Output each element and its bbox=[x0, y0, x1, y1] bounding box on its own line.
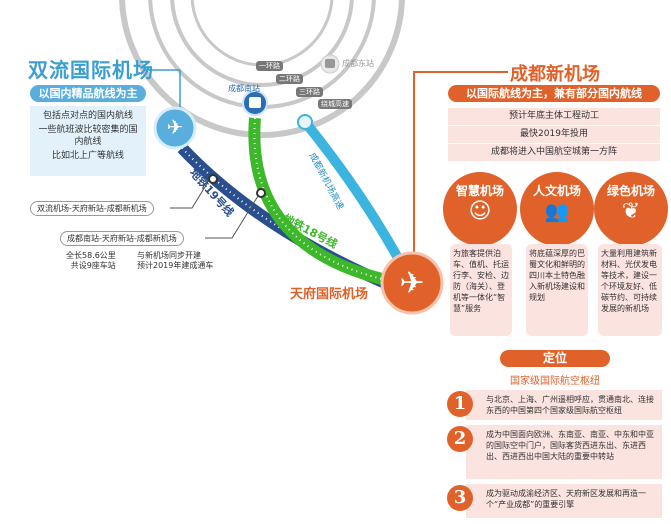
feature-title: 绿色机场 bbox=[606, 184, 655, 198]
new-airport-title: 成都新机场 bbox=[510, 64, 600, 85]
feature-text: 大量利用建筑新材料、光伏发电等技术，建设一个环境友好、低碳节约、可持续发展的新机… bbox=[598, 244, 662, 336]
note-opening: 预计2019年建成通车 bbox=[137, 261, 214, 270]
new-airport-facts: 预计年底主体工程动工 最快2019年投用 成都将进入中国航空城第一方阵 bbox=[448, 108, 660, 162]
road-label: 绕城高速 bbox=[318, 99, 352, 109]
ring-road-2 bbox=[170, 0, 354, 87]
feature-culture: 人文机场 👥 bbox=[520, 172, 594, 246]
road-label: 一环路 bbox=[256, 61, 283, 71]
positioning-headline: 国家级国际航空枢纽 bbox=[510, 376, 600, 387]
svg-text:✈: ✈ bbox=[167, 115, 184, 139]
feature-text: 将底蕴深厚的巴蜀文化和鲜明的四川本土特色融入新机场建设和规划 bbox=[526, 244, 588, 336]
brain-head-icon: ☺ bbox=[468, 199, 492, 224]
metro-19-callout: 双流机场-天府新站-成都新机场 bbox=[30, 201, 154, 216]
note-stations: 共设9座车站 bbox=[70, 261, 116, 270]
shuangliu-item: 包括点对点的国内航线 bbox=[42, 111, 133, 121]
tianfu-airport-marker bbox=[380, 251, 444, 315]
tree-icon: ❦ bbox=[621, 199, 641, 224]
metro-18-length: 全长58.6公里 共设9座车站 bbox=[66, 251, 116, 271]
note-construction: 与新机场同步开建 bbox=[137, 251, 201, 260]
metro-18-schedule: 与新机场同步开建 预计2019年建成通车 bbox=[137, 251, 213, 271]
east-station-label: 成都东站 bbox=[342, 59, 374, 68]
ring-road-3 bbox=[148, 0, 376, 109]
shuangliu-item: 一些航班波比较密集的国内航线 bbox=[38, 125, 138, 147]
people-icon: 👥 bbox=[544, 199, 570, 223]
road-label: 二环路 bbox=[276, 74, 303, 84]
metro-18-line bbox=[248, 117, 397, 288]
ring-road-1 bbox=[190, 0, 334, 67]
positioning-point: 成为驱动成渝经济区、天府新区发展和再造一个“产业成都”的重要引擎 bbox=[466, 484, 662, 518]
point-number: 2 bbox=[447, 426, 473, 452]
point-number: 1 bbox=[447, 391, 473, 417]
feature-green: 绿色机场 ❦ bbox=[594, 172, 668, 246]
new-airport-subtitle: 以国际航线为主，兼有部分国内航线 bbox=[448, 85, 660, 102]
shuangliu-subtitle: 以国内精品航线为主 bbox=[30, 85, 146, 102]
metro-18-callout: 成都南站-天府新站-成都新机场 bbox=[60, 231, 184, 246]
note-length: 全长58.6公里 bbox=[66, 251, 116, 260]
road-label: 三环路 bbox=[296, 87, 323, 97]
shuangliu-item: 比如北上广等航线 bbox=[51, 151, 124, 161]
ring-road-outer bbox=[119, 0, 405, 138]
shuangliu-info-box: 包括点对点的国内航线 一些航班波比较密集的国内航线 比如北上广等航线 bbox=[30, 106, 146, 176]
fact: 预计年底主体工程动工 bbox=[448, 108, 660, 126]
feature-title: 人文机场 bbox=[532, 184, 581, 198]
feature-text: 为旅客提供泊车、值机、托运行李、安检、边防（海关）、登机等一体化“智慧”服务 bbox=[450, 244, 512, 336]
fact: 最快2019年投用 bbox=[448, 126, 660, 144]
feature-smart: 智慧机场 ☺ bbox=[443, 172, 517, 246]
shuangliu-title: 双流国际机场 bbox=[28, 58, 154, 82]
fact: 成都将进入中国航空城第一方阵 bbox=[448, 144, 660, 162]
south-station-label: 成都南站 bbox=[228, 84, 260, 93]
positioning-point: 与北京、上海、广州遥相呼应，贯通南北、连接东西的中国第四个国家级国际航空枢纽 bbox=[466, 390, 662, 420]
highway-line bbox=[301, 118, 403, 261]
svg-text:✈: ✈ bbox=[399, 266, 424, 301]
feature-title: 智慧机场 bbox=[455, 184, 504, 198]
tianfu-airport-label: 天府国际机场 bbox=[290, 287, 369, 302]
point-number: 3 bbox=[447, 485, 473, 511]
positioning-point: 成为中国面向欧洲、东南亚、南亚、中东和中亚的国际空中门户，国际客货西进东出、东进… bbox=[466, 425, 662, 479]
shuangliu-airport-marker bbox=[153, 106, 197, 150]
positioning-label: 定位 bbox=[500, 350, 610, 367]
